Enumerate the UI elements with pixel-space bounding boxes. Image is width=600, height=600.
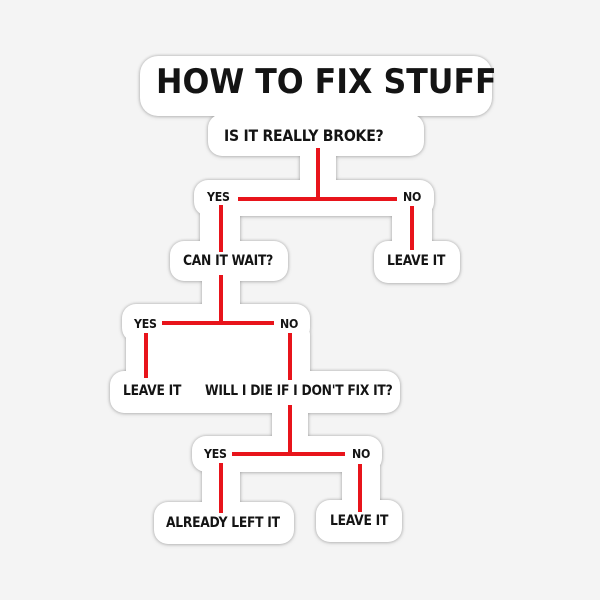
connector-q1-stem xyxy=(316,148,320,200)
question-is-it-broke: IS IT REALLY BROKE? xyxy=(224,126,384,145)
connector-q3-branch xyxy=(232,452,345,456)
answer-no-2: NO xyxy=(280,316,299,331)
connector-q2-stem xyxy=(219,275,223,324)
sticker-leave1-area xyxy=(374,241,460,283)
sticker-title-area xyxy=(140,56,492,116)
connector-q3-stem xyxy=(288,405,292,455)
result-leave-it-2: LEAVE IT xyxy=(123,383,182,399)
connector-q2-no-down xyxy=(288,333,292,380)
connector-q3-yes-down xyxy=(219,463,223,513)
sticker-already-area xyxy=(154,502,294,544)
answer-yes-2: YES xyxy=(134,316,157,331)
result-already-left-it: ALREADY LEFT IT xyxy=(166,515,280,531)
sticker-q3-row xyxy=(110,371,400,413)
question-will-i-die: WILL I DIE IF I DON'T FIX IT? xyxy=(205,383,393,399)
result-leave-it-1: LEAVE IT xyxy=(387,253,446,269)
connector-q2-branch xyxy=(162,321,274,325)
connector-q1-yes-down xyxy=(219,205,223,252)
answer-yes-1: YES xyxy=(207,189,230,204)
answer-yes-3: YES xyxy=(204,446,227,461)
answer-no-1: NO xyxy=(403,189,422,204)
flowchart-title: HOW TO FIX STUFF xyxy=(156,62,497,102)
connector-q1-branch xyxy=(238,197,397,201)
connector-q2-yes-down xyxy=(144,333,148,378)
answer-no-3: NO xyxy=(352,446,371,461)
question-can-it-wait: CAN IT WAIT? xyxy=(183,253,273,269)
connector-q1-no-down xyxy=(410,206,414,250)
connector-q3-no-down xyxy=(358,464,362,512)
result-leave-it-3: LEAVE IT xyxy=(330,513,389,529)
